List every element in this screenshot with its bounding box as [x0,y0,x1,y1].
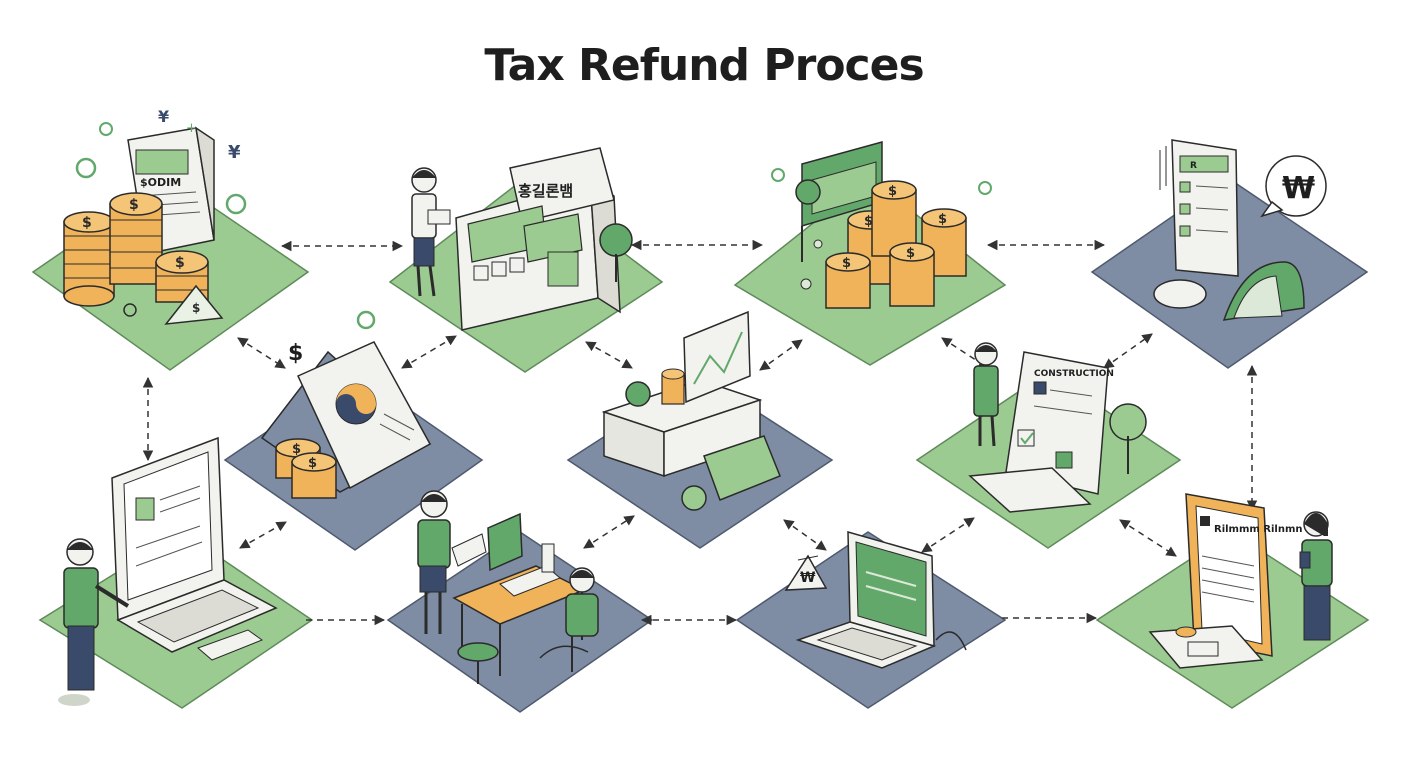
money-bundle-icon [1222,261,1305,321]
coin-stack-small: $ $ [275,438,337,499]
person-man-pointing [58,538,130,706]
station-tax-folder: $ $ $ [260,310,432,499]
svg-text:$: $ [292,442,301,457]
station-laptop-user [58,436,278,706]
yen-symbol-icon: ¥ [158,107,169,126]
arrow-6-3 [759,339,803,371]
svg-text:$: $ [129,197,139,213]
desk-monitor [487,512,523,572]
coin-stack-middle: $ [109,192,163,285]
tree-icon [599,223,633,282]
svg-text:$: $ [308,456,317,471]
gear-icon-3 [356,310,376,330]
person-woman-phone [1299,511,1333,641]
checklist-form-title: CONSTRUCTION [1034,369,1114,379]
won-currency-label: ₩ [1282,171,1315,206]
stool [457,642,499,662]
svg-text:R: R [1190,161,1197,171]
svg-text:$: $ [175,255,185,271]
arrow-1-5 [237,337,286,369]
arrow-2-6 [585,341,633,369]
calendar-won-label: ₩ [800,570,816,586]
svg-text:$: $ [842,256,851,271]
page-title: Tax Refund Proces [484,40,924,91]
arrow-10-7 [921,517,975,553]
person-seated-worker [539,567,599,672]
green-box [703,435,781,501]
station-coin-stack-document: $ODIM $ $ $ $ [63,107,247,325]
station-form-checklist: CONSTRUCTION [968,342,1147,513]
person-standing-clipboard [973,342,999,447]
coin-stacks-pile: $ $ $ $ $ [825,180,967,309]
station-won-tax-form: R ₩ [1153,139,1327,321]
svg-text:$: $ [82,215,92,231]
arrow-7-4 [1103,333,1153,369]
plate-icon [1153,279,1207,309]
svg-text:$: $ [864,214,873,229]
station-laptop-calendar: ₩ [784,530,967,669]
won-speech-bubble: ₩ [1260,155,1327,218]
svg-text:$: $ [906,246,915,261]
person-standing-woman [411,167,451,297]
checklist-form [1005,351,1109,495]
station-tablet-person: Rilmmm Rilnmn [1148,493,1333,669]
chart-monitor [683,310,751,404]
yen-symbol-icon-2: ¥ [228,142,241,163]
plus-symbol-icon: + [186,121,197,136]
connectors [142,239,1258,626]
tree-icon-2 [1109,403,1147,474]
arrow-7-11 [1119,519,1177,557]
kiosk-sign-label: 홍길론뱀 [518,182,573,200]
document-label: $ODIM [140,176,181,189]
person-standing-worker [417,490,487,634]
arrow-5-2 [401,335,457,369]
svg-text:$: $ [192,301,200,315]
station-atm-kiosk: 홍길론뱀 [411,147,633,331]
bill-card [164,284,224,325]
dollar-sign-label: $ [288,341,303,366]
desk-calendar: ₩ [784,554,828,591]
arrow-9-6 [583,515,635,549]
dollar-token-icon-2 [225,193,247,215]
gear-icon [771,168,785,182]
arrow-6-10 [783,519,827,551]
coin-stack-left: $ [63,211,115,307]
svg-text:$: $ [888,184,897,199]
gear-icon-2 [978,181,992,195]
dollar-token-icon [75,157,97,179]
svg-text:$: $ [938,212,947,227]
station-cabinet-chart [601,310,781,511]
tax-form-panel [1171,139,1239,277]
station-coin-pile-board: $ $ $ $ $ [771,141,992,309]
station-desk-workers [417,490,599,684]
green-dot-icon [99,122,113,136]
tablet-text: Rilmmm Rilnmn [1214,524,1303,535]
arrow-8-5 [239,521,287,549]
